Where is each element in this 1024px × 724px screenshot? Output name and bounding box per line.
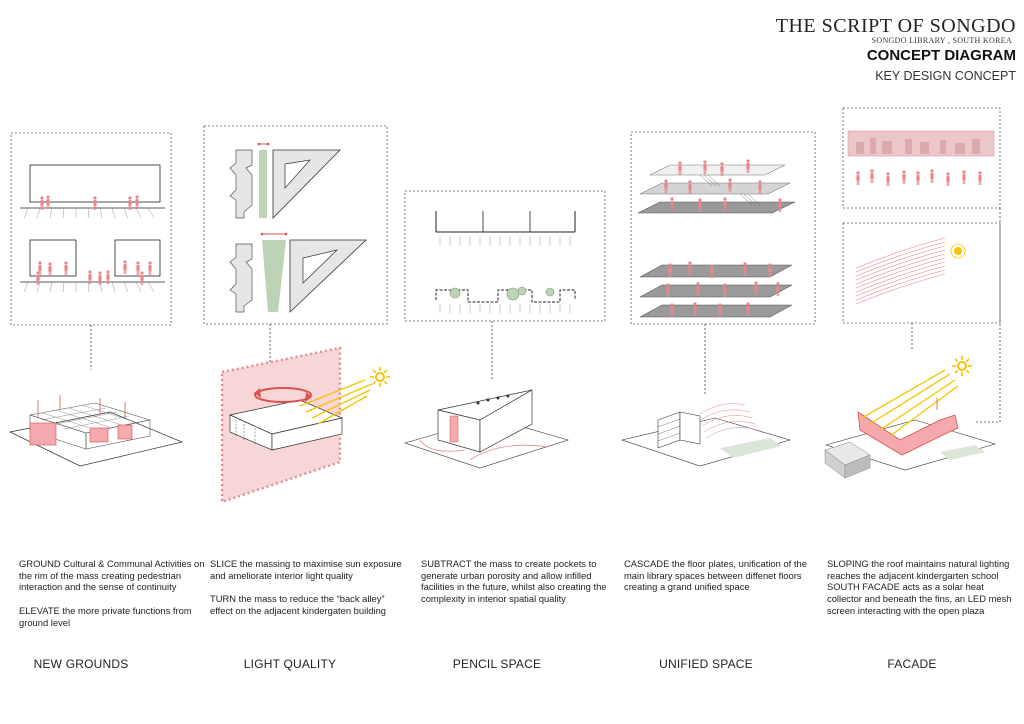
panel-facade-diagram (824, 107, 1001, 479)
stack-flat (639, 261, 793, 318)
paragraph-slice: SLICE the massing to maximise sun exposu… (210, 558, 402, 581)
stack-cascade (637, 159, 796, 214)
section-pencil-top (435, 211, 576, 246)
label-new-grounds: NEW GROUNDS (33, 657, 129, 671)
paragraph-south-facade: SOUTH FACADE acts as a solar heat collec… (827, 581, 1012, 616)
axo-light-quality (220, 346, 391, 504)
paragraph-turn: TURN the mass to reduce the “back alley”… (210, 593, 387, 617)
section-ground (20, 239, 165, 293)
paragraph-cascade: CASCADE the floor plates, unification of… (624, 558, 807, 593)
description-pencil-space: SUBTRACT the mass to create pockets to g… (421, 558, 619, 617)
section-pencil-bottom (435, 286, 576, 313)
frame-unified-space (630, 131, 816, 325)
paragraph-sloping: SLOPING the roof maintains natural light… (827, 558, 1010, 581)
label-unified-space: UNIFIED SPACE (659, 657, 753, 671)
label-pencil-space: PENCIL SPACE (452, 657, 542, 671)
axo-pencil-space (403, 389, 570, 469)
description-unified-space: CASCADE the floor plates, unification of… (624, 558, 822, 605)
frame-new-grounds (10, 132, 172, 326)
section-elevated (20, 164, 165, 219)
project-title: THE SCRIPT OF SONGDO (775, 15, 1016, 37)
plan-slice-2 (229, 232, 368, 313)
description-light-quality: SLICE the massing to maximise sun exposu… (210, 558, 408, 629)
plan-slice-1 (229, 142, 341, 219)
frame-light-quality (203, 125, 388, 325)
sheet-subheading: KEY DESIGN CONCEPT (875, 69, 1016, 83)
description-new-grounds: GROUND Cultural & Communal Activities on… (19, 558, 217, 641)
paragraph-subtract: SUBTRACT the mass to create pockets to g… (421, 558, 607, 605)
axo-new-grounds (8, 395, 184, 467)
panel-light-quality-diagram (203, 125, 391, 504)
led-screen-elevation (847, 130, 995, 186)
description-facade: SLOPING the roof maintains natural light… (827, 558, 1012, 629)
label-facade: FACADE (887, 657, 937, 671)
panel-pencil-space-diagram (403, 190, 606, 469)
axo-unified-space (620, 403, 792, 467)
title-block: THE SCRIPT OF SONGDO SONGDO LIBRARY , SO… (686, 14, 1016, 84)
frame-pencil-space (404, 190, 606, 322)
frame-facade-bottom (842, 222, 1001, 324)
axo-facade (824, 355, 997, 479)
paragraph-ground: GROUND Cultural & Communal Activities on… (19, 558, 205, 593)
sheet-heading: CONCEPT DIAGRAM (866, 47, 1016, 64)
paragraph-elevate: ELEVATE the more private functions from … (19, 605, 192, 628)
panel-unified-space-diagram (620, 131, 816, 467)
panel-new-grounds-diagram (8, 132, 184, 467)
label-light-quality: LIGHT QUALITY (243, 657, 337, 671)
project-subtitle: SONGDO LIBRARY , SOUTH KOREA (871, 36, 1012, 45)
solar-fins (855, 237, 946, 305)
frame-facade-top (842, 107, 1001, 209)
